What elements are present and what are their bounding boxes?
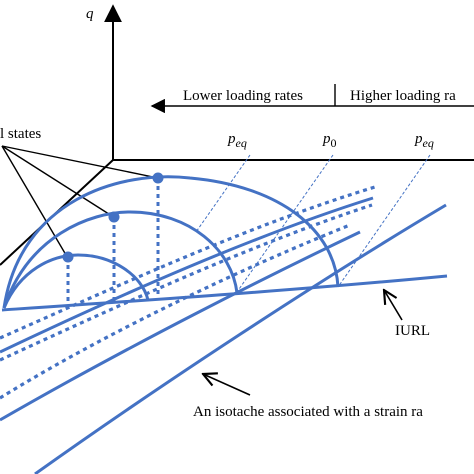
guide-peq-right [337, 154, 431, 288]
p0-label: p0 [322, 131, 337, 150]
higher-loading-label: Higher loading ra [350, 88, 456, 104]
yield-surface-small [2, 253, 150, 309]
guide-p0 [236, 154, 334, 293]
state-point-1 [152, 172, 164, 184]
peq-left-label: peq [227, 131, 247, 150]
isotache-label: An isotache associated with a strain ra [193, 404, 423, 420]
dotted-isotache-2 [0, 203, 373, 362]
peq-right-label: peq [414, 131, 434, 150]
dotted-isotache-3 [0, 223, 351, 400]
isotache-middle [0, 230, 361, 422]
stress-states [62, 172, 164, 263]
dotted-isotache-1 [0, 185, 376, 340]
isotache-upper [0, 196, 374, 354]
state-callout-lines [1, 145, 159, 256]
callout-to-state-3 [1, 145, 67, 256]
state-point-3 [62, 251, 74, 263]
guide-peq-left [195, 154, 251, 233]
projection-guides [195, 154, 431, 293]
iurl-line [1, 274, 448, 312]
state-point-2 [108, 211, 120, 223]
solid-isotaches [0, 196, 447, 474]
callout-to-state-1 [1, 145, 159, 179]
iurl-label: IURL [395, 323, 430, 339]
yield-surface-large [2, 175, 340, 309]
states-label: l states [0, 126, 41, 142]
callout-to-state-2 [1, 145, 113, 217]
dotted-isotaches [0, 185, 376, 400]
q-axis-label: q [86, 6, 94, 22]
isotache-lower [34, 203, 447, 474]
lower-loading-label: Lower loading rates [183, 88, 303, 104]
isotache-callout-arrow [203, 374, 251, 396]
state-drop-lines [66, 178, 160, 305]
iurl-callout-arrow [384, 290, 403, 321]
